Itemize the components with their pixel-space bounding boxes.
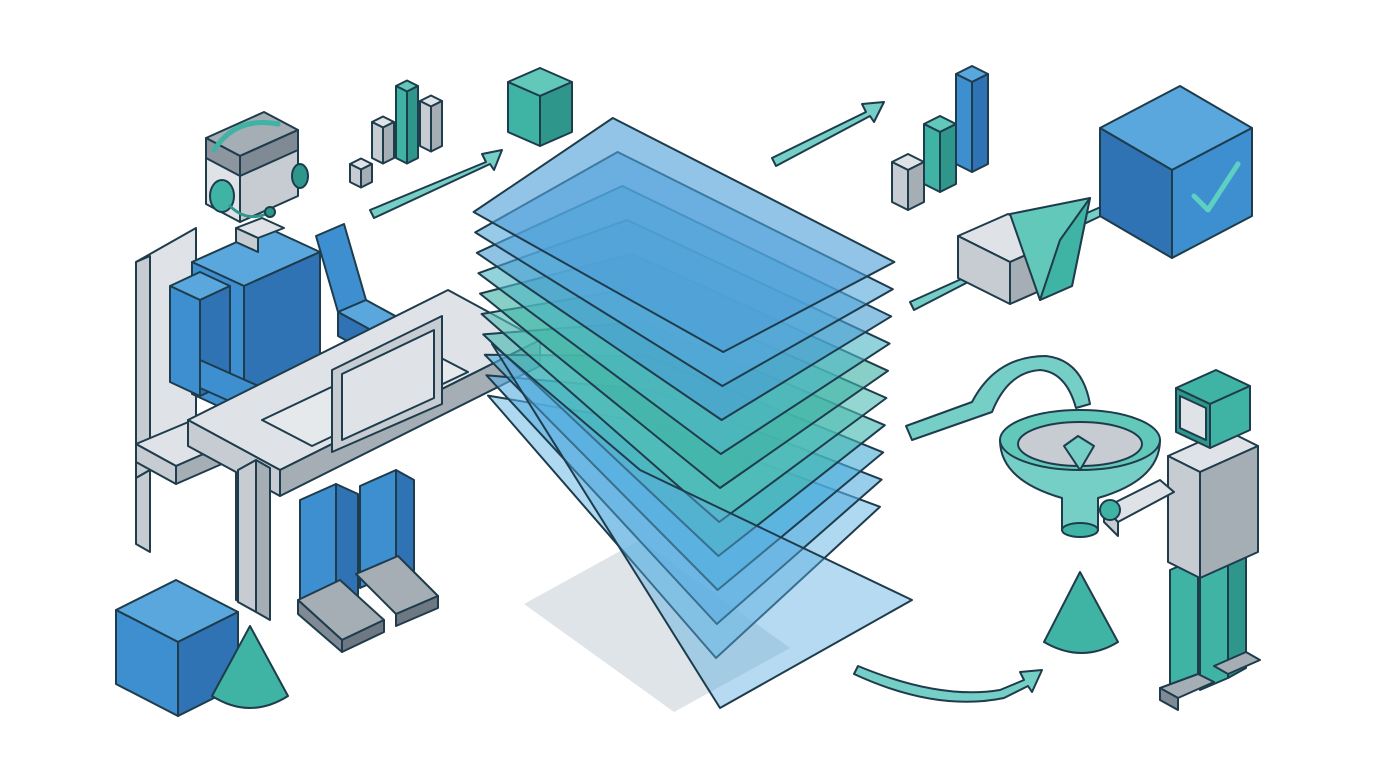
layer-sheet-tail [491, 343, 913, 709]
blue-checkbox-cube [1099, 85, 1253, 259]
layer-sheet-0 [472, 117, 896, 353]
bar-left-0 [349, 157, 373, 189]
teal-cone-output [1043, 571, 1119, 654]
headset-icon [209, 120, 309, 219]
blue-cube-bottom [115, 579, 239, 717]
laptop-icon [261, 315, 469, 453]
bar-right-2 [955, 65, 989, 173]
bar-left-1 [371, 115, 395, 165]
layer-stack [472, 117, 913, 709]
arrow-bottom-curve [853, 665, 1043, 703]
teal-cube-top [507, 67, 573, 147]
arrow-to-funnel-ribbon [905, 355, 1091, 441]
bar-right-0 [891, 153, 925, 211]
prism-converter [957, 197, 1091, 305]
bar-left-3 [419, 94, 443, 153]
bar-right-1 [923, 115, 957, 193]
layer-stack-shadow [524, 540, 790, 712]
check-icon [1191, 161, 1241, 213]
arrow-to-cube [369, 149, 503, 219]
bar-chart-left [349, 79, 443, 189]
person-right [1099, 369, 1261, 711]
funnel-icon [999, 409, 1161, 538]
arrow-top-center [771, 101, 885, 167]
bar-left-2 [395, 79, 419, 165]
bar-chart-right [891, 65, 989, 211]
person-left [169, 111, 439, 653]
teal-cone-bottom [211, 625, 289, 709]
